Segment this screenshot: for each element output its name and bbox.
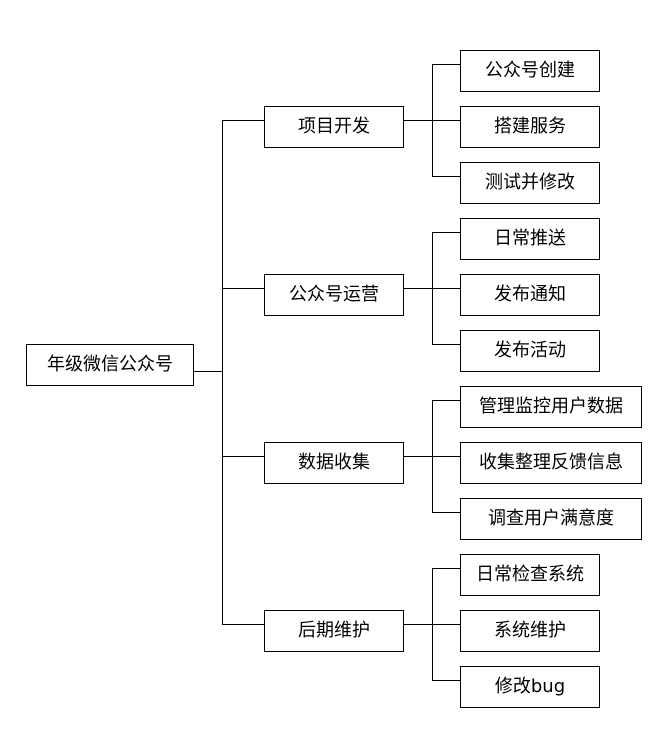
connector-branch-2-leaf-1 [432, 232, 460, 233]
connector-branch-1-leaf-1 [432, 64, 460, 65]
connector-branch-4-leaf-1 [432, 568, 460, 569]
branch-node-project-development: 项目开发 [264, 106, 404, 148]
connector-branch-1-leaf-3 [432, 176, 460, 177]
leaf-node: 搭建服务 [460, 106, 600, 148]
leaf-node: 系统维护 [460, 610, 600, 652]
connector-branch-2-leaf-3 [432, 344, 460, 345]
leaf-node: 发布活动 [460, 330, 600, 372]
connector-branch-2-leaf-2 [432, 288, 460, 289]
connector-branch-2-stub [404, 288, 433, 289]
branch-node-data-collection: 数据收集 [264, 442, 404, 484]
connector-root-trunk [222, 120, 223, 625]
leaf-node: 管理监控用户数据 [460, 386, 642, 428]
root-node: 年级微信公众号 [26, 344, 194, 386]
connector-branch-1-stub [404, 120, 433, 121]
leaf-node: 日常检查系统 [460, 554, 600, 596]
connector-branch-4-leaf-3 [432, 680, 460, 681]
leaf-node: 调查用户满意度 [460, 498, 642, 540]
connector-branch-4-leaf-2 [432, 624, 460, 625]
leaf-node: 修改bug [460, 666, 600, 708]
leaf-node: 测试并修改 [460, 162, 600, 204]
connector-root-stub [193, 371, 223, 372]
leaf-node: 发布通知 [460, 274, 600, 316]
leaf-node: 日常推送 [460, 218, 600, 260]
connector-root-to-branch-2 [222, 288, 264, 289]
leaf-node: 收集整理反馈信息 [460, 442, 642, 484]
connector-branch-3-leaf-2 [432, 456, 460, 457]
connector-root-to-branch-1 [222, 120, 264, 121]
leaf-node: 公众号创建 [460, 50, 600, 92]
branch-node-account-operation: 公众号运营 [264, 274, 404, 316]
connector-root-to-branch-4 [222, 624, 264, 625]
connector-root-to-branch-3 [222, 456, 264, 457]
connector-branch-1-leaf-2 [432, 120, 460, 121]
connector-branch-3-leaf-1 [432, 400, 460, 401]
connector-branch-4-stub [404, 624, 433, 625]
connector-branch-3-leaf-3 [432, 512, 460, 513]
branch-node-maintenance: 后期维护 [264, 610, 404, 652]
connector-branch-3-stub [404, 456, 433, 457]
